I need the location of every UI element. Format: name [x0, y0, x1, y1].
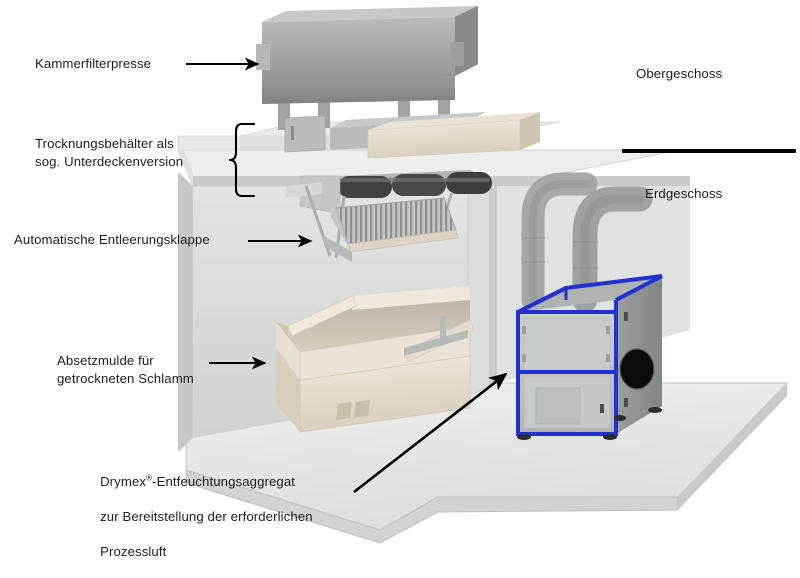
label-entleerungsklappe: Automatische Entleerungsklappe [14, 232, 210, 247]
dryer-drum-row [338, 172, 492, 198]
label-obergeschoss: Obergeschoss [636, 66, 723, 81]
air-duct-rear-shade [529, 180, 590, 304]
label-absetzmulde: Absetzmulde für getrockneten Schlamm [57, 353, 194, 386]
skip-rim-front [276, 322, 300, 380]
ground-floor-slab-edge-right [678, 383, 787, 510]
cake-container-right [520, 112, 540, 150]
label-erdgeschoss: Erdgeschoss [645, 186, 723, 201]
drymex-caption-line1-rest: -Entfeuchtungsaggregat [152, 473, 296, 489]
drymex-brand-name: Drymex [100, 473, 147, 489]
drymex-hinges [522, 326, 610, 362]
diagram-canvas: Kammerfilterpresse Trocknungsbehälter al… [14, 6, 796, 559]
registered-trademark-icon: ® [146, 473, 153, 483]
drymex-top-face [518, 276, 662, 312]
drymex-panel-upper [523, 317, 611, 371]
drymex-blue-frame [516, 274, 663, 436]
dryer-drum-3 [446, 172, 492, 194]
air-ducts [521, 172, 653, 313]
brace-trocknungsbehaelter [228, 122, 256, 198]
dryer-drum-highlight [340, 178, 490, 182]
discharge-flap-frame-front [330, 208, 352, 252]
annotation-layer [186, 57, 508, 494]
air-duct-front [572, 186, 653, 313]
press-tray-lip [330, 112, 486, 128]
drymex-caption-line2: zur Bereitstellung der erforderlichen [100, 508, 313, 524]
press-head-left [256, 44, 270, 70]
label-kammerfilterpresse: Kammerfilterpresse [35, 56, 152, 71]
floor-divider-line [622, 149, 796, 153]
air-duct-front-shade [580, 194, 645, 305]
arrow-drymex-aggregat [353, 372, 508, 494]
skip-rim-band [299, 325, 471, 381]
structural-pillar-shade [489, 186, 497, 388]
press-control-cabinet [284, 115, 326, 153]
drymex-blower-port-ring [619, 348, 655, 390]
press-head-right [450, 42, 464, 66]
skip-lip-angled [352, 286, 470, 310]
duct-segment-rings [521, 237, 599, 269]
drymex-unit [516, 274, 663, 440]
skip-pocket-1 [336, 402, 352, 420]
label-drymex-aggregat: Drymex®-Entfeuchtungsaggregat zur Bereit… [85, 455, 313, 578]
drymex-blower-port [620, 349, 654, 389]
drymex-side-latches [600, 312, 628, 413]
technical-illustration [177, 6, 789, 544]
ground-left-wall [178, 172, 193, 452]
settling-skip [276, 286, 475, 433]
cake-container-top [368, 112, 540, 130]
drymex-feet [517, 407, 662, 440]
label-trocknungsbehaelter: Trocknungsbehälter als sog. Unterdeckenv… [35, 136, 184, 169]
press-cabinet-handle [291, 126, 294, 140]
discharge-flap [324, 197, 459, 262]
skip-diagonal-edge [287, 295, 357, 337]
skip-pocket-2 [354, 400, 370, 418]
filter-cake-container [367, 112, 540, 159]
press-body-front [262, 17, 455, 80]
discharge-flap-hinge-plate [324, 236, 352, 262]
drymex-caption-line3: Prozessluft [100, 543, 167, 559]
skip-inner-post [440, 316, 446, 344]
skip-body-front [276, 348, 300, 432]
discharge-flap-lip [347, 229, 459, 253]
skip-inner-rail [404, 330, 468, 356]
press-body-top [262, 6, 478, 22]
drymex-inspection-hatch [535, 387, 581, 425]
dryer-left-flange [286, 182, 322, 198]
